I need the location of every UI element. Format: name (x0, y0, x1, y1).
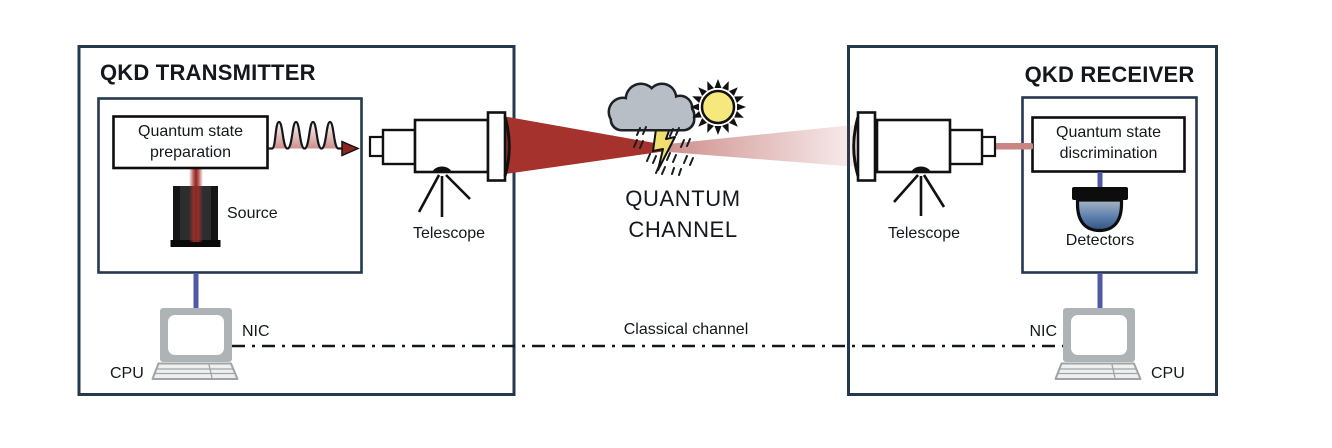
source-device-icon (170, 168, 221, 247)
preparation-label-line2: preparation (150, 143, 231, 161)
storm-cloud-icon (607, 82, 696, 132)
transmitter-cpu-label: CPU (110, 365, 144, 382)
keyboard-icon (151, 362, 239, 380)
detectors-icon (1072, 187, 1128, 233)
receiver-cpu-label: CPU (1151, 365, 1185, 382)
source-label: Source (227, 205, 278, 222)
pulse-waveform-icon (268, 120, 360, 157)
preparation-box (112, 115, 269, 170)
fiber-link-icon (995, 143, 1033, 150)
tripod-icon (893, 174, 946, 216)
lens-icon (852, 116, 860, 177)
transmitter-computer-icon (151, 308, 239, 380)
quantum-channel-label: QUANTUM CHANNEL (603, 183, 763, 245)
receiver-telescope-icon (852, 111, 997, 216)
transmitter-telescope-label: Telescope (412, 225, 486, 242)
quantum-beam-right (663, 124, 858, 167)
receiver-computer-icon (1054, 308, 1142, 380)
link-receiver-cpu (1097, 273, 1103, 309)
sun-icon (690, 79, 746, 135)
discrimination-label: Quantum state discrimination (1032, 123, 1185, 164)
receiver-nic-label: NIC (1029, 323, 1057, 340)
discrimination-box (1031, 116, 1186, 173)
receiver-telescope-label: Telescope (887, 225, 961, 242)
receiver-title: QKD RECEIVER (1024, 62, 1195, 87)
transmitter-telescope-icon (368, 111, 511, 217)
source-beam (189, 168, 203, 242)
lens-icon (503, 116, 511, 177)
link-discrimination-detectors (1097, 172, 1103, 189)
keyboard-icon (1054, 362, 1142, 380)
transmitter-nic-label: NIC (242, 323, 270, 340)
quantum-channel-line1: QUANTUM (625, 186, 741, 211)
quantum-channel-line2: CHANNEL (628, 217, 738, 242)
rain-icon (633, 126, 694, 176)
transmitter-title: QKD TRANSMITTER (100, 60, 316, 85)
discrimination-label-line2: discrimination (1059, 144, 1158, 162)
preparation-label-line1: Quantum state (138, 123, 243, 140)
pulse-arrow-icon (341, 140, 360, 157)
electrical-links (193, 172, 1103, 309)
detectors-label: Detectors (1065, 232, 1135, 249)
link-transmitter-cpu (193, 273, 199, 309)
tripod-icon (417, 174, 471, 217)
classical-channel-label: Classical channel (623, 321, 749, 338)
sun-rays (690, 79, 746, 135)
quantum-beam-left (505, 116, 663, 174)
discrimination-label-line1: Quantum state (1056, 124, 1161, 141)
preparation-label: Quantum state preparation (113, 122, 268, 163)
